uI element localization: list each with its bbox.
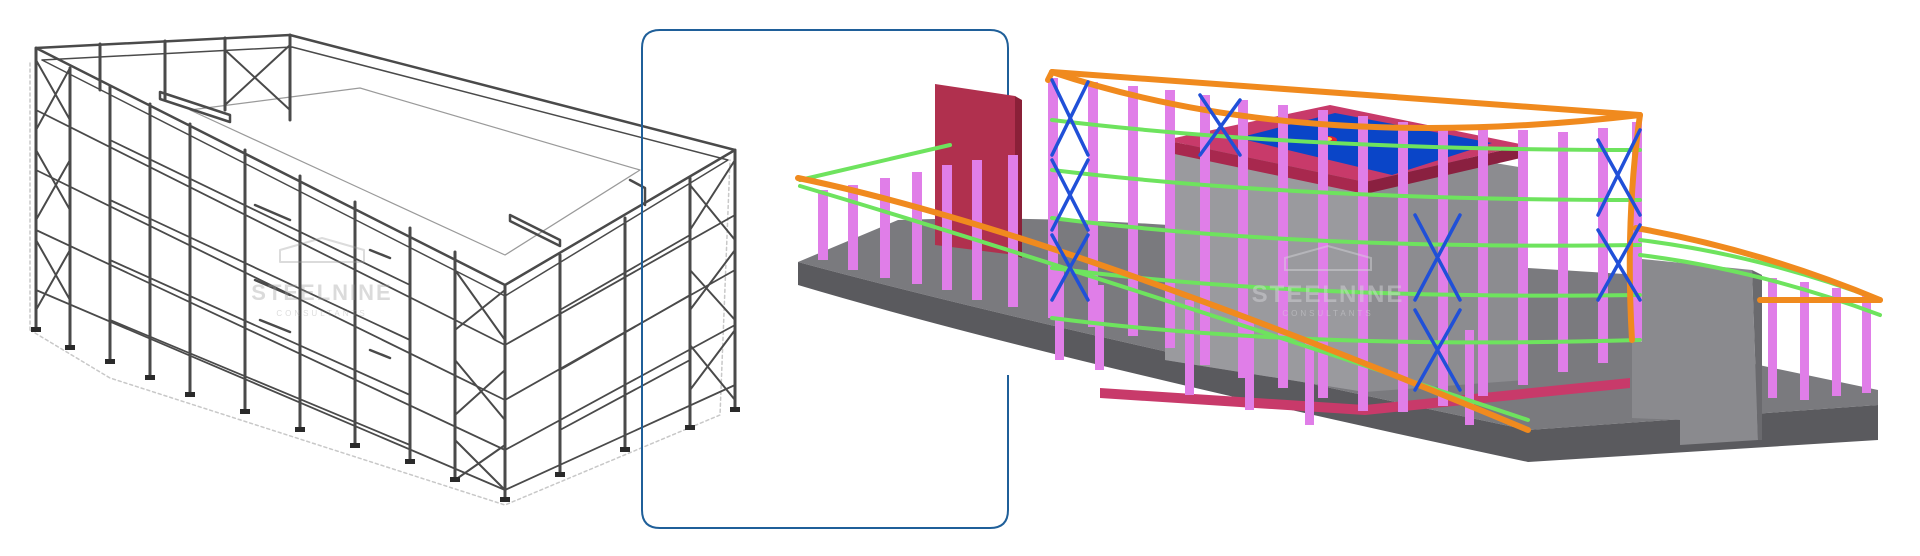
left-watermark-text: STEELNINE	[251, 280, 392, 305]
bracing	[1050, 78, 1642, 392]
right-watermark-subtext: CONSULTANTS	[1282, 309, 1373, 318]
left-watermark: STEELNINE CONSULTANTS	[251, 237, 392, 318]
wireframe-roof-edge	[34, 33, 737, 287]
wireframe-girts	[35, 109, 736, 491]
beams	[795, 69, 1883, 433]
wireframe-columns	[34, 33, 737, 502]
watermark-logo-icon	[279, 237, 365, 263]
wireframe-slab	[29, 59, 731, 506]
slab-edge	[798, 262, 1878, 462]
right-watermark: STEELNINE CONSULTANTS	[1252, 244, 1405, 318]
colored-structure: STEELNINE CONSULTANTS	[795, 69, 1883, 462]
wireframe-bracing	[35, 44, 736, 491]
wireframe-roof-slab	[189, 87, 641, 256]
watermark-logo-icon	[1284, 244, 1372, 271]
left-watermark-subtext: CONSULTANTS	[276, 309, 367, 318]
wireframe-structure: STEELNINE CONSULTANTS	[29, 33, 740, 506]
end-wall	[1632, 258, 1758, 445]
divider-bracket	[641, 29, 1009, 529]
girts	[798, 118, 1882, 422]
right-watermark-text: STEELNINE	[1252, 281, 1405, 308]
wireframe-base-plates	[31, 327, 740, 502]
